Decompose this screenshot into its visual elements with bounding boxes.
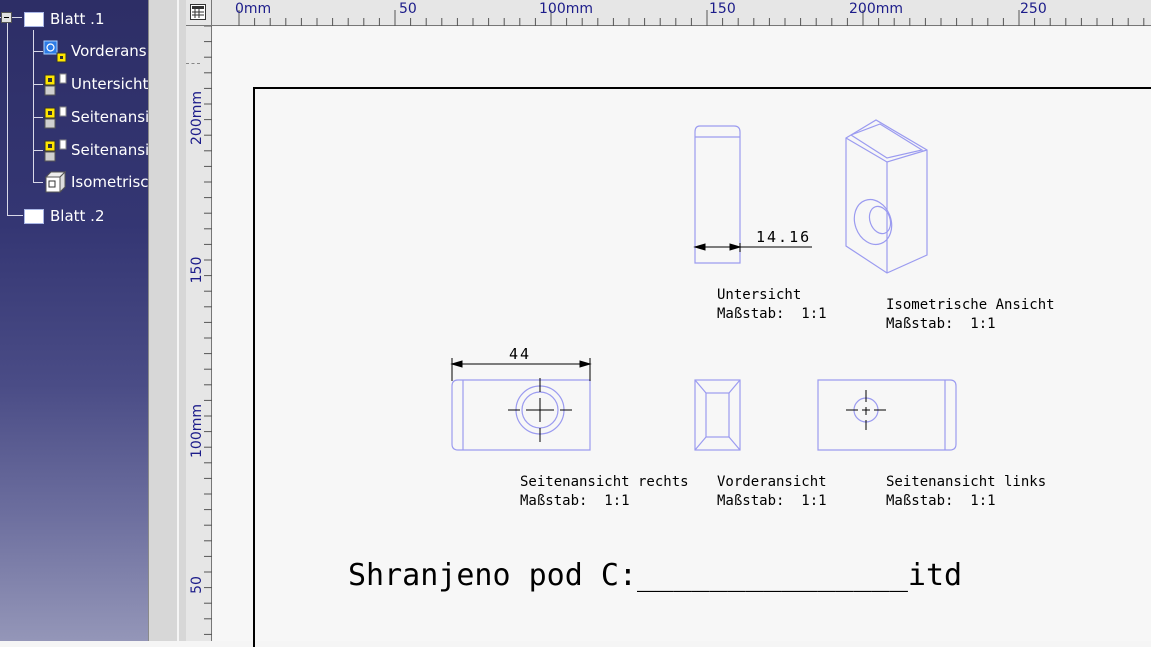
ruler-label: 150 [189, 256, 205, 284]
active-view-icon [43, 40, 67, 63]
ruler-label: 100mm [189, 404, 205, 458]
drawing-canvas[interactable] [186, 27, 1151, 641]
ruler-label: 0mm [235, 1, 272, 17]
ruler-label: 100mm [539, 1, 593, 17]
tree-item-view-isometric[interactable]: Isometrisc [43, 170, 148, 194]
tree-item-label: Vorderans [71, 42, 147, 60]
isometric-view-icon [43, 170, 67, 194]
view-scale: Maßstab: 1:1 [886, 316, 996, 332]
view-icon [43, 106, 67, 129]
saved-path-text[interactable]: Shranjeno pod C:_______________itd [348, 558, 963, 593]
view-scale: Maßstab: 1:1 [717, 306, 827, 322]
tree-item-view-front[interactable]: Vorderans [43, 40, 147, 63]
tree-item-label: Blatt .1 [50, 10, 105, 28]
view-scale: Maßstab: 1:1 [717, 493, 827, 509]
dimension-14-16[interactable]: 14.16 [756, 228, 812, 246]
tree-item-view-side-right[interactable]: Seitenansi [43, 106, 148, 129]
view-label-untersicht[interactable]: Untersicht Maßstab: 1:1 [717, 286, 827, 324]
view-title: Untersicht [717, 287, 802, 303]
ruler-horizontal[interactable]: 0mm 50 100mm 150 200mm 250 [212, 0, 1151, 26]
tree-item-sheet-1[interactable]: Blatt .1 [24, 8, 105, 30]
tree-item-view-bottom[interactable]: Untersicht [43, 73, 148, 96]
view-label-side-right[interactable]: Seitenansicht rechts Maßstab: 1:1 [520, 473, 689, 511]
view-title: Seitenansicht links [886, 474, 1047, 490]
view-label-isometric[interactable]: Isometrische Ansicht Maßstab: 1:1 [886, 296, 1055, 334]
view-scale: Maßstab: 1:1 [520, 493, 630, 509]
tree-item-label: Seitenansi [71, 108, 148, 126]
collapse-icon[interactable] [1, 12, 12, 23]
view-title: Isometrische Ansicht [886, 297, 1055, 313]
view-title: Vorderansicht [717, 474, 827, 490]
view-title: Seitenansicht rechts [520, 474, 689, 490]
tree-item-view-side-left[interactable]: Seitenansi [43, 139, 148, 162]
tree-item-label: Isometrisc [71, 173, 148, 191]
ruler-vertical[interactable]: 200mm 150 100mm 50 [186, 26, 212, 641]
tree-item-label: Blatt .2 [50, 207, 105, 225]
sheet-icon [24, 208, 44, 224]
dimension-44[interactable]: 44 [509, 345, 532, 363]
ruler-label: 250 [1020, 1, 1047, 17]
specification-tree: Blatt .1 Vorderans Untersicht [0, 0, 148, 641]
tree-item-label: Untersicht [71, 75, 148, 93]
ruler-label: 50 [399, 1, 417, 17]
tree-item-label: Seitenansi [71, 141, 148, 159]
sheet-icon [24, 11, 44, 27]
ruler-label: 200mm [849, 1, 903, 17]
ruler-label: 50 [189, 576, 205, 594]
view-scale: Maßstab: 1:1 [886, 493, 996, 509]
ruler-label: 150 [709, 1, 736, 17]
view-icon [43, 139, 67, 162]
view-icon [43, 73, 67, 96]
panel-splitter[interactable] [148, 0, 187, 641]
ruler-label: 200mm [189, 91, 205, 145]
drawing-frame [253, 87, 1151, 647]
ruler-corner[interactable] [186, 0, 212, 26]
grid-icon [190, 4, 206, 20]
tree-item-sheet-2[interactable]: Blatt .2 [24, 205, 105, 227]
view-label-front[interactable]: Vorderansicht Maßstab: 1:1 [717, 473, 827, 511]
view-label-side-left[interactable]: Seitenansicht links Maßstab: 1:1 [886, 473, 1046, 511]
